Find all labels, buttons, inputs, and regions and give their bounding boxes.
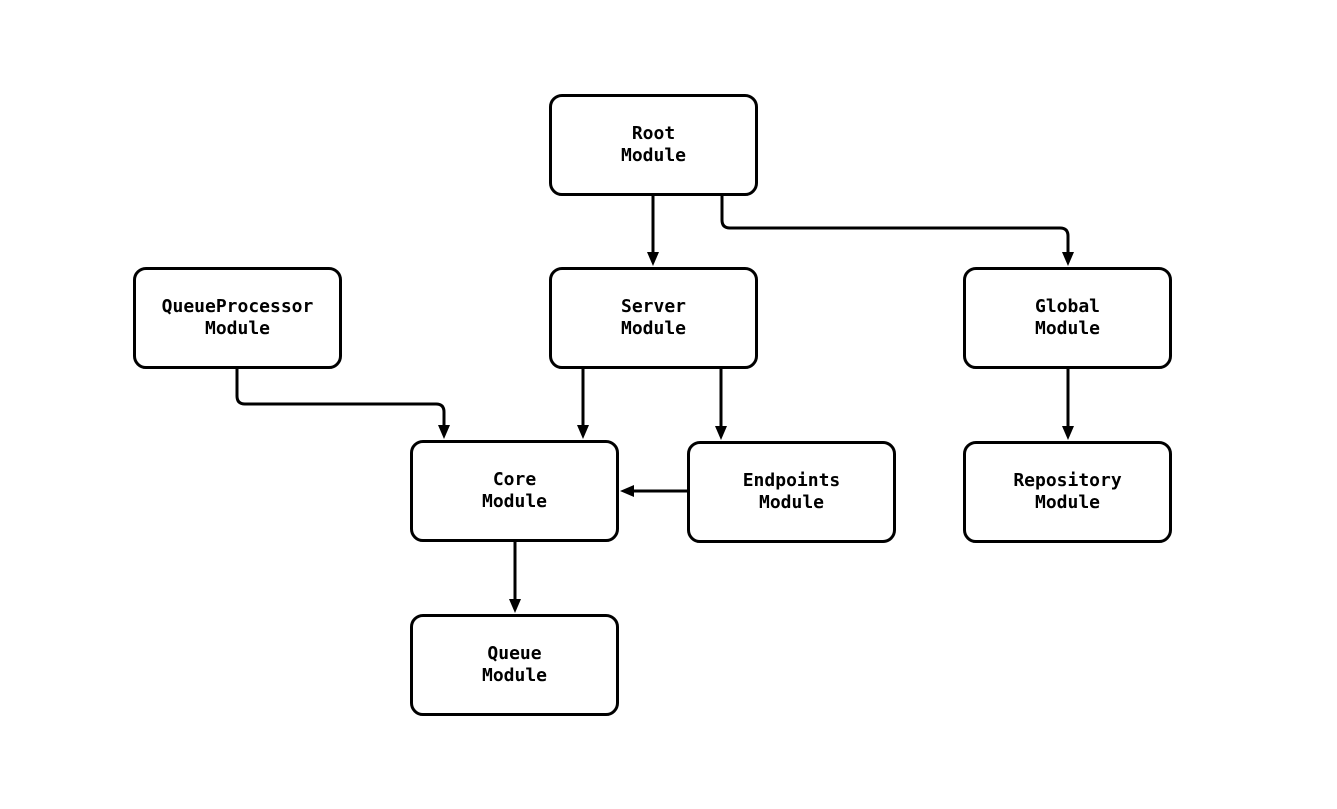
server-module-label-line1: Server	[620, 296, 687, 317]
global-module-label-line2: Module	[1034, 318, 1101, 339]
core-module-label-line2: Module	[481, 491, 548, 512]
endpoints-module-node[interactable]: Endpoints Module	[687, 441, 896, 543]
root-module-label-line2: Module	[620, 145, 687, 166]
queueprocessor-module-label-line1: QueueProcessor	[161, 296, 314, 317]
queueprocessor-module-label-line2: Module	[204, 318, 271, 339]
queue-module-node[interactable]: Queue Module	[410, 614, 619, 716]
repository-module-node[interactable]: Repository Module	[963, 441, 1172, 543]
repository-module-label-line1: Repository	[1013, 470, 1122, 491]
queue-module-label-line2: Module	[481, 665, 548, 686]
queue-module-label-line1: Queue	[487, 643, 542, 664]
endpoints-module-label-line2: Module	[758, 492, 825, 513]
repository-module-label-line2: Module	[1034, 492, 1101, 513]
core-module-label-line1: Core	[492, 469, 537, 490]
queueprocessor-module-node[interactable]: QueueProcessor Module	[133, 267, 342, 369]
edge-root-to-global	[720, 196, 1074, 266]
root-module-node[interactable]: Root Module	[549, 94, 758, 196]
server-module-node[interactable]: Server Module	[549, 267, 758, 369]
server-module-label-line2: Module	[620, 318, 687, 339]
endpoints-module-label-line1: Endpoints	[742, 470, 841, 491]
edge-queueprocessor-to-core	[235, 369, 450, 439]
global-module-node[interactable]: Global Module	[963, 267, 1172, 369]
root-module-label-line1: Root	[631, 123, 676, 144]
global-module-label-line1: Global	[1034, 296, 1101, 317]
core-module-node[interactable]: Core Module	[410, 440, 619, 542]
